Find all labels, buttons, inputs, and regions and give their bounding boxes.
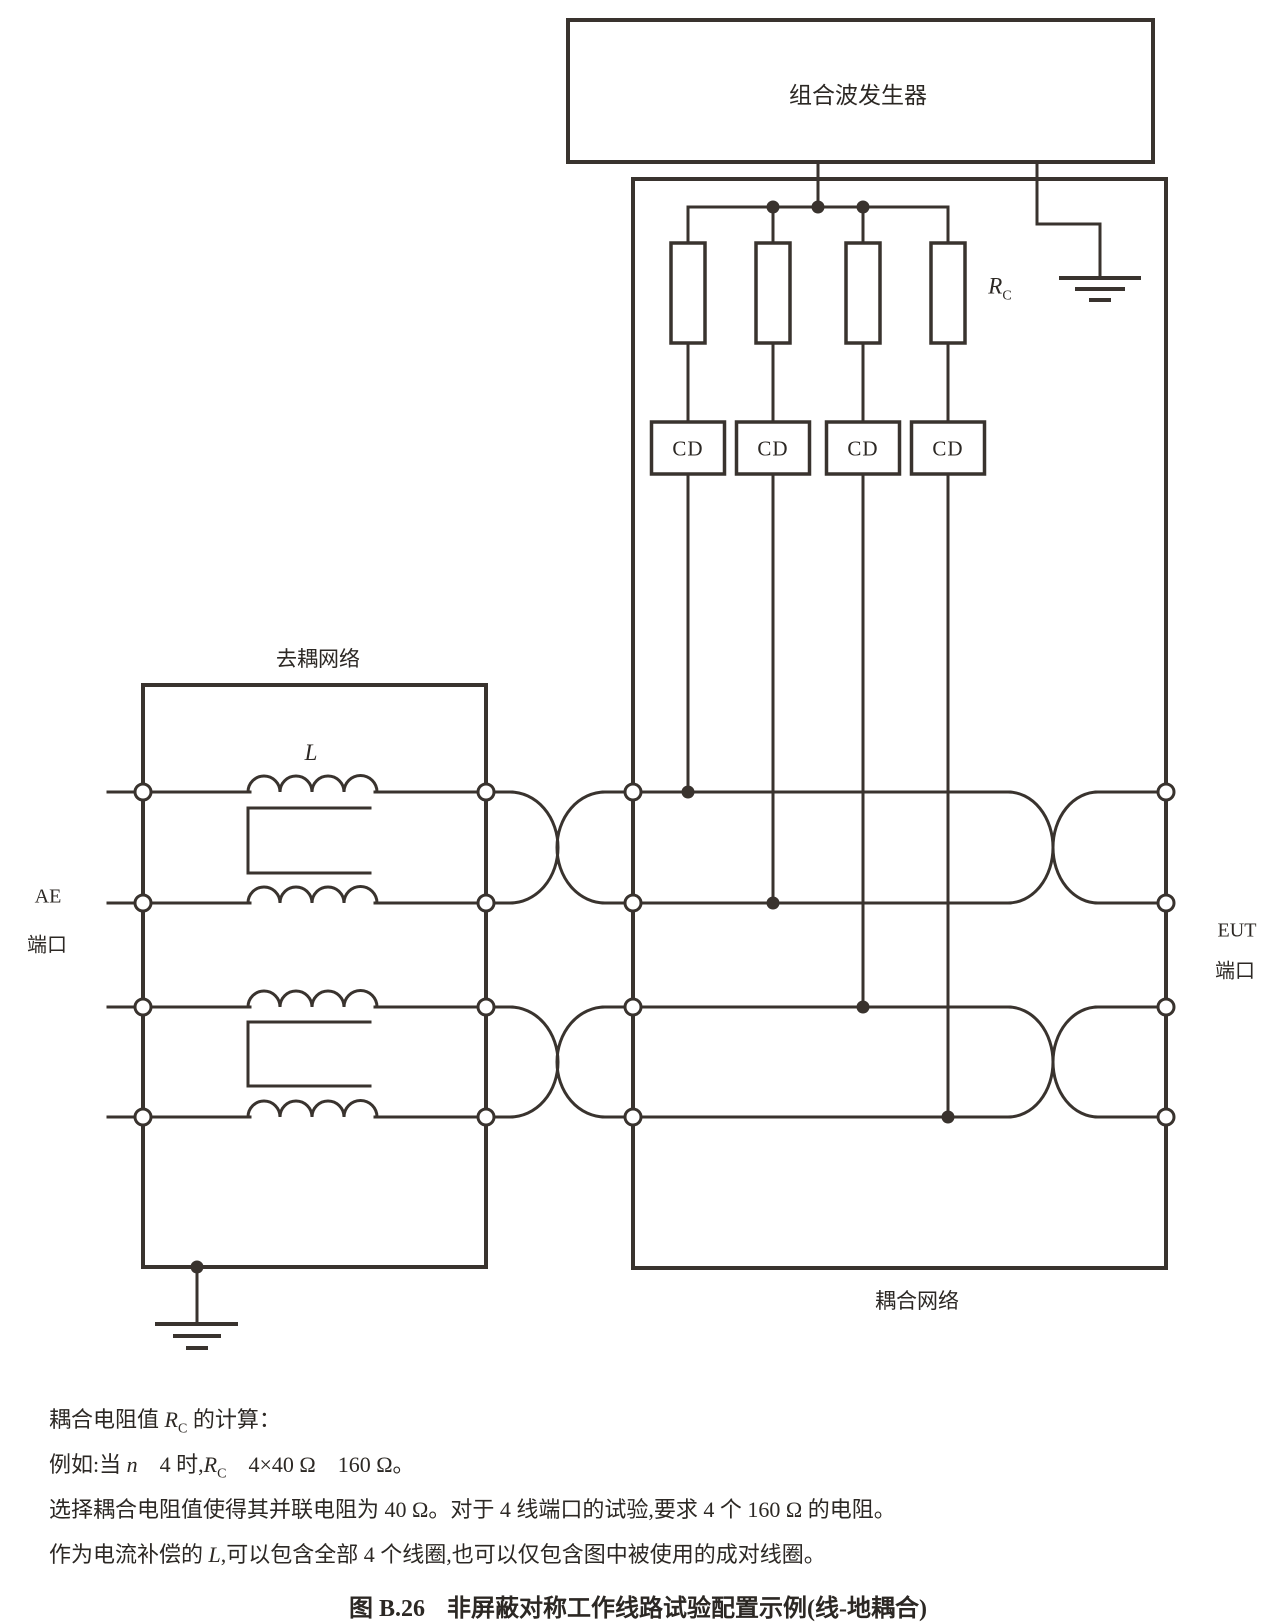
note-line-1: 耦合电阻值 RC 的计算：: [49, 1407, 281, 1437]
ae-port-suffix-label: 端口: [27, 934, 67, 957]
terminal-circles: [133, 782, 1176, 1127]
coupling-resistor-bank: [669, 205, 967, 424]
choke-core: [246, 806, 372, 1088]
junction-dot: [856, 200, 870, 214]
junction-dot: [766, 896, 780, 910]
terminal-circle: [623, 893, 643, 913]
junction-dot: [941, 1110, 955, 1124]
figure-title: 非屏蔽对称工作线路试验配置示例(线-地耦合): [447, 1596, 927, 1622]
terminal-circle: [623, 997, 643, 1017]
inductor-coil: [246, 885, 379, 905]
ae-port-name-label: AE: [34, 885, 62, 908]
generator-label: 组合波发生器: [789, 83, 927, 108]
eut-port-suffix-label: 端口: [1215, 960, 1255, 983]
wire-twist-right-pair2: [1006, 1005, 1100, 1119]
generator-ground-symbol: [1035, 160, 1141, 302]
terminal-circle: [623, 782, 643, 802]
terminal-circle: [476, 893, 496, 913]
inductance-symbol-label: L: [304, 740, 318, 765]
junction-dot: [681, 785, 695, 799]
note-line-4: 作为电流补偿的 L,可以包含全部 4 个线圈,也可以仅包含图中被使用的成对线圈。: [49, 1542, 826, 1567]
resistor: [929, 241, 967, 345]
terminal-circle: [1156, 997, 1176, 1017]
junction-dot: [811, 200, 825, 214]
wire-2: [106, 885, 1168, 905]
terminal-circle: [133, 782, 153, 802]
note-line-3: 选择耦合电阻值使得其并联电阻为 40 Ω。对于 4 线端口的试验,要求 4 个 …: [49, 1497, 896, 1522]
terminal-circle: [476, 997, 496, 1017]
coupling-network-box: [631, 177, 1168, 1270]
junction-dots: [190, 200, 955, 1274]
note-line-2: 例如:当 n 4 时,RC 4×40 Ω 160 Ω。: [49, 1452, 415, 1482]
terminal-circle: [133, 997, 153, 1017]
wire-twist-right-pair1: [1006, 790, 1100, 905]
cd-box-label: CD: [847, 436, 879, 461]
coupling-resistor-symbol-label: RC: [988, 273, 1012, 304]
resistor: [754, 241, 792, 345]
decoupling-network-box: [141, 683, 488, 1269]
wire-twist-left-pair1: [508, 790, 607, 905]
resistor: [844, 241, 882, 345]
terminal-circle: [476, 782, 496, 802]
inductor-coil: [246, 774, 379, 794]
junction-dot: [766, 200, 780, 214]
cd-box-label: CD: [672, 436, 704, 461]
coupling-network-label: 耦合网络: [875, 1289, 959, 1313]
figure-caption: 图 B.26 非屏蔽对称工作线路试验配置示例(线-地耦合): [349, 1588, 927, 1623]
figure-number: 图 B.26: [349, 1596, 426, 1622]
decoupling-ground-symbol: [155, 1265, 238, 1350]
terminal-circle: [1156, 1107, 1176, 1127]
inductor-coil: [246, 1099, 379, 1119]
cd-box-label: CD: [757, 436, 789, 461]
cd-drop-lines: [686, 472, 950, 1119]
eut-port-name-label: EUT: [1217, 919, 1257, 942]
terminal-circle: [1156, 893, 1176, 913]
combination-wave-generator-box: [566, 18, 1155, 164]
cd-box-label: CD: [932, 436, 964, 461]
wire-twist-left-pair2: [508, 1005, 607, 1119]
terminal-circle: [623, 1107, 643, 1127]
terminal-circle: [133, 1107, 153, 1127]
terminal-circle: [133, 893, 153, 913]
terminal-circle: [476, 1107, 496, 1127]
junction-dot: [856, 1000, 870, 1014]
terminal-circle: [1156, 782, 1176, 802]
decoupling-network-label: 去耦网络: [276, 647, 360, 671]
inductor-coil: [246, 989, 379, 1009]
junction-dot: [190, 1260, 204, 1274]
generator-to-bus-line: [686, 160, 950, 209]
resistor: [669, 241, 707, 345]
